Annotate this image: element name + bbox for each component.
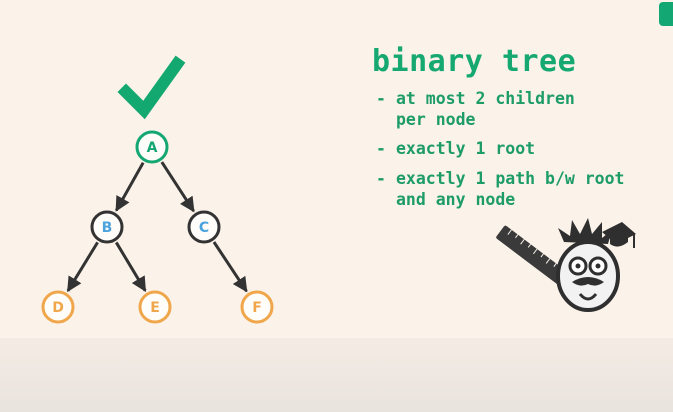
bullet-item: -at most 2 children per node (376, 88, 575, 130)
bullet-dash: - (376, 139, 386, 158)
tree-node-circle (240, 290, 274, 324)
tree-node-C: C (187, 210, 221, 244)
tree-edges (66, 161, 248, 293)
tree-node-circle (135, 130, 169, 164)
bullet-item: -exactly 1 root (376, 138, 535, 159)
bullet-dash: - (376, 89, 386, 108)
tree-node-label: C (199, 220, 209, 236)
tree-node-circle (90, 210, 124, 244)
bullet-dash: - (376, 169, 386, 188)
binary-tree-diagram: A B C D E F (41, 55, 274, 324)
tree-node-circle (138, 290, 172, 324)
bullet-text: at most 2 children (396, 89, 575, 108)
mascot-face (556, 218, 620, 312)
bullet-text: exactly 1 root (396, 139, 536, 158)
tree-node-E: E (138, 290, 172, 324)
bullet-text-continued: and any node (396, 190, 516, 209)
tree-node-F: F (240, 290, 274, 324)
bullet-text-continued: per node (396, 110, 476, 129)
bullet-item: -exactly 1 path b/w root and any node (376, 168, 624, 210)
tree-node-circle (41, 290, 75, 324)
tree-node-circle (187, 210, 221, 244)
mascot-illustration (496, 218, 636, 312)
tree-edge-A-B (115, 161, 145, 212)
bullet-text: exactly 1 path b/w root (396, 169, 625, 188)
tree-node-B: B (90, 210, 124, 244)
slide-title: binary tree (372, 44, 577, 79)
tree-edge-B-E (114, 241, 147, 292)
corner-tab (659, 2, 673, 26)
tree-node-label: B (102, 220, 113, 236)
tree-edge-C-F (212, 241, 248, 293)
tree-node-label: D (52, 300, 64, 316)
tree-edge-B-D (66, 241, 99, 293)
tree-node-label: A (147, 140, 158, 156)
tree-node-D: D (41, 290, 75, 324)
tree-nodes: A B C D E F (41, 130, 274, 324)
graduation-cap-icon (602, 222, 636, 248)
tree-node-label: E (150, 300, 160, 316)
bottom-shadow (0, 338, 673, 412)
checkmark-icon (117, 55, 186, 120)
tree-node-A: A (135, 130, 169, 164)
tree-node-label: F (252, 300, 262, 316)
tree-edge-A-C (160, 161, 195, 213)
